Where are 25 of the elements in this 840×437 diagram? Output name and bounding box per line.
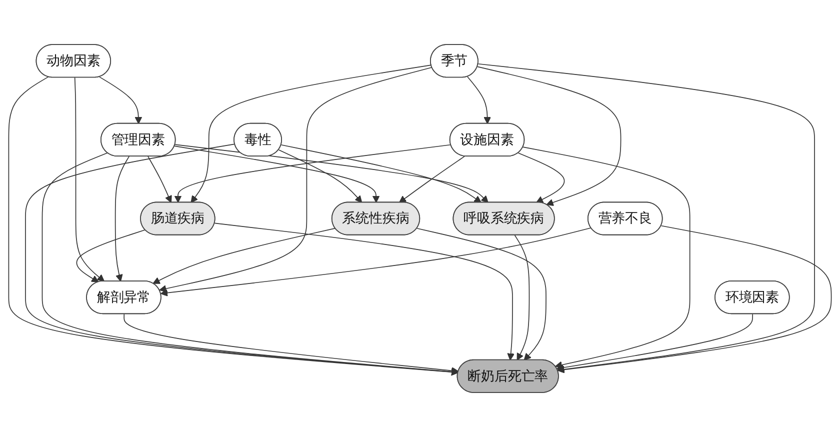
- arrow: [148, 156, 172, 203]
- arrow: [514, 234, 530, 361]
- arrow: [152, 228, 336, 284]
- arrow: [416, 228, 546, 361]
- arrow: [556, 314, 754, 372]
- arrow: [214, 222, 515, 361]
- arrow: [160, 227, 592, 296]
- arrow: [478, 63, 815, 373]
- arrow: [280, 144, 482, 203]
- arrow: [8, 76, 458, 376]
- arrow: [398, 156, 465, 203]
- arrow: [74, 77, 105, 282]
- arrow: [124, 314, 459, 374]
- arrow: [76, 229, 146, 282]
- arrow: [278, 149, 362, 203]
- arrow: [518, 152, 565, 203]
- arrow: [522, 146, 690, 368]
- arrow: [557, 225, 832, 374]
- arrow: [467, 76, 492, 124]
- arrow: [159, 66, 432, 292]
- arrow: [174, 146, 380, 203]
- arrow: [190, 64, 432, 203]
- arrow: [114, 156, 130, 282]
- arrow: [99, 76, 142, 124]
- arrow: [477, 66, 622, 206]
